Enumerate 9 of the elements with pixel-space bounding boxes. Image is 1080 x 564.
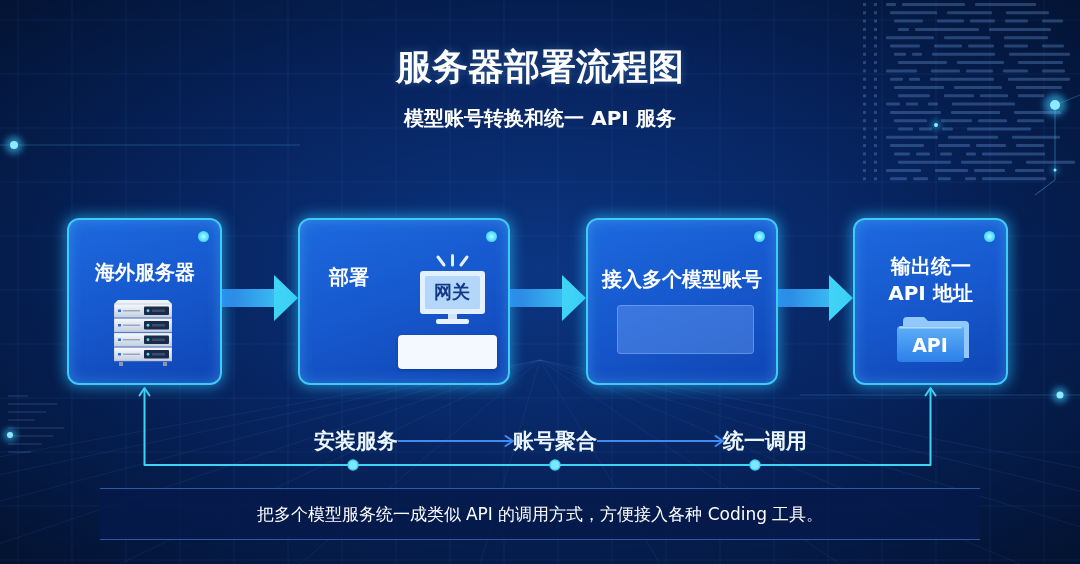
card-title: 部署 (329, 264, 369, 291)
screen-label: 网关 (434, 281, 470, 303)
card-title: 接入多个模型账号 (602, 266, 762, 293)
folder-label: API (912, 334, 948, 356)
subtitle: 模型账号转换和统一 API 服务 (404, 105, 676, 131)
card-title: 海外服务器 (94, 259, 195, 286)
caption-text: 把多个模型服务统一成类似 API 的调用方式，方便接入各种 Coding 工具。 (256, 503, 824, 525)
card-title: 输出统一 API 地址 (887, 253, 974, 307)
diagram-title: 服务器部署流程图 (396, 45, 684, 89)
